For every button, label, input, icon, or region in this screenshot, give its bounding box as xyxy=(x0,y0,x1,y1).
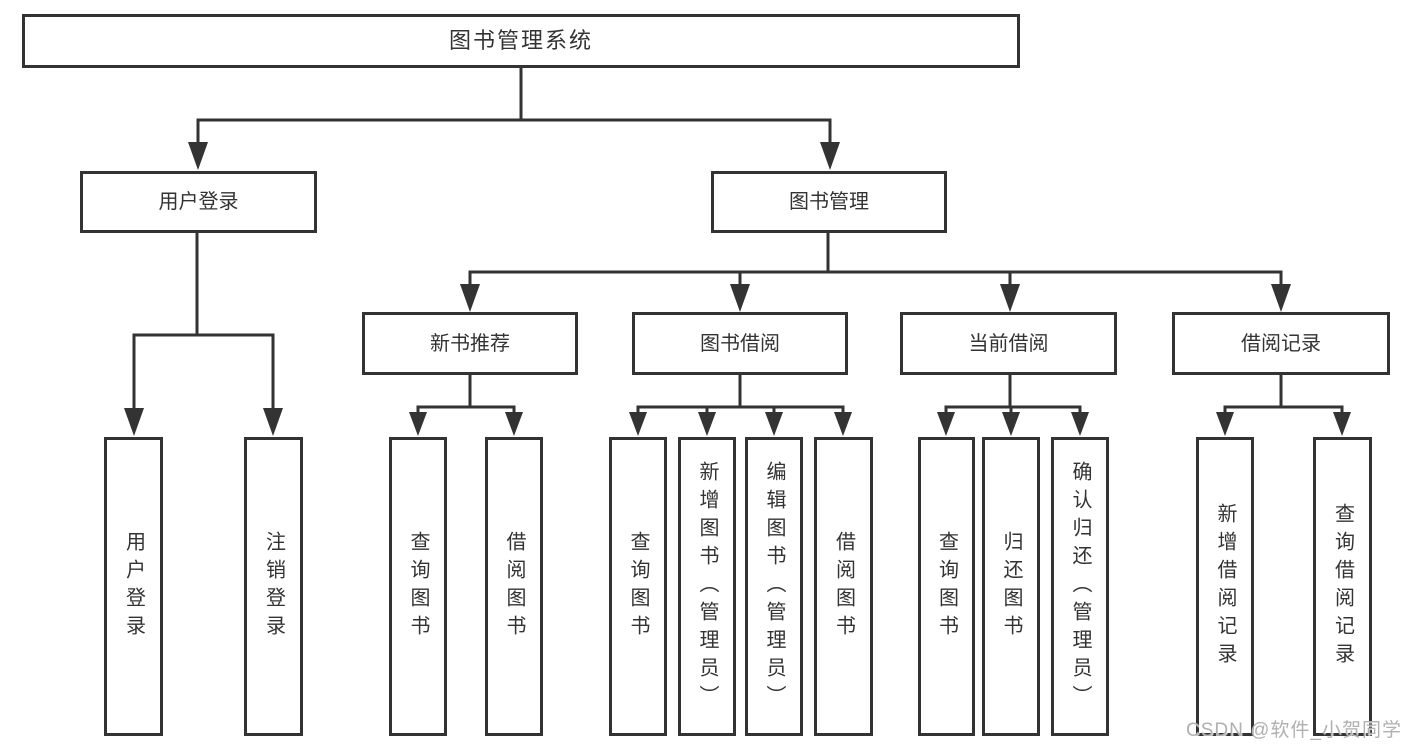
node-leaf-return-books: 归还图书 xyxy=(982,437,1040,736)
node-leaf-add-books-admin: 新增图书（管理员） xyxy=(678,437,736,736)
node-label: 借阅记录 xyxy=(1241,332,1321,355)
node-root: 图书管理系统 xyxy=(22,14,1020,68)
node-label: 确认归还（管理员） xyxy=(1069,460,1091,713)
node-current-borrow: 当前借阅 xyxy=(900,312,1117,375)
arrow-down-icon xyxy=(834,412,852,436)
arrow-down-icon xyxy=(937,412,955,436)
node-book-management: 图书管理 xyxy=(711,171,947,233)
node-label: 图书管理 xyxy=(789,191,869,213)
node-label: 注销登录 xyxy=(262,530,285,643)
csdn-watermark: CSDN @软件_小贺同学 xyxy=(1186,720,1402,741)
node-leaf-add-borrow-record: 新增借阅记录 xyxy=(1196,437,1254,736)
arrow-down-icon xyxy=(629,412,647,436)
arrow-down-icon xyxy=(1002,412,1020,436)
node-new-book-recommend: 新书推荐 xyxy=(362,312,578,375)
node-leaf-confirm-return-admin: 确认归还（管理员） xyxy=(1051,437,1109,736)
arrow-down-icon xyxy=(820,142,840,170)
node-label: 查询借阅记录 xyxy=(1331,502,1354,671)
arrow-down-icon xyxy=(765,412,783,436)
arrow-down-icon xyxy=(460,284,480,312)
node-leaf-recommend-query-books: 查询图书 xyxy=(389,437,447,736)
node-label: 当前借阅 xyxy=(968,332,1049,355)
arrow-down-icon xyxy=(1216,412,1234,436)
node-label: 编辑图书（管理员） xyxy=(763,460,785,713)
arrow-down-icon xyxy=(698,412,716,436)
arrow-down-icon xyxy=(730,284,750,312)
arrow-down-icon xyxy=(263,408,283,436)
node-leaf-borrow-borrow-books: 借阅图书 xyxy=(814,437,873,736)
arrow-down-icon xyxy=(188,142,208,170)
node-label: 用户登录 xyxy=(122,530,145,643)
node-label: 图书借阅 xyxy=(700,332,780,355)
arrow-down-icon xyxy=(409,412,427,436)
node-leaf-borrow-query-books: 查询图书 xyxy=(609,437,667,736)
node-label: 新增借阅记录 xyxy=(1214,502,1236,671)
arrow-down-icon xyxy=(505,412,523,436)
node-label: 新增图书（管理员） xyxy=(696,460,718,713)
node-leaf-edit-books-admin: 编辑图书（管理员） xyxy=(745,437,803,736)
node-leaf-user-login: 用户登录 xyxy=(104,437,163,736)
node-borrow-records: 借阅记录 xyxy=(1172,312,1390,375)
node-label: 查询图书 xyxy=(935,530,958,643)
node-label: 用户登录 xyxy=(158,191,239,213)
node-label: 借阅图书 xyxy=(832,530,855,643)
node-label: 查询图书 xyxy=(407,530,429,643)
arrow-down-icon xyxy=(124,408,144,436)
node-leaf-logout: 注销登录 xyxy=(244,437,303,736)
node-leaf-query-borrow-record: 查询借阅记录 xyxy=(1313,437,1372,736)
node-book-borrow: 图书借阅 xyxy=(632,312,848,375)
arrow-down-icon xyxy=(1271,284,1291,312)
node-label: 借阅图书 xyxy=(503,530,525,643)
node-leaf-current-query-books: 查询图书 xyxy=(918,437,975,736)
node-leaf-recommend-borrow-books: 借阅图书 xyxy=(485,437,543,736)
arrow-down-icon xyxy=(1000,284,1020,312)
node-label: 图书管理系统 xyxy=(448,27,593,53)
arrow-down-icon xyxy=(1333,412,1351,436)
node-label: 归还图书 xyxy=(1000,530,1022,643)
node-label: 查询图书 xyxy=(627,530,649,643)
arrow-down-icon xyxy=(1071,412,1089,436)
connector-arrowhead-group xyxy=(124,142,1351,436)
node-user-login: 用户登录 xyxy=(80,171,317,233)
node-label: 新书推荐 xyxy=(430,332,510,355)
